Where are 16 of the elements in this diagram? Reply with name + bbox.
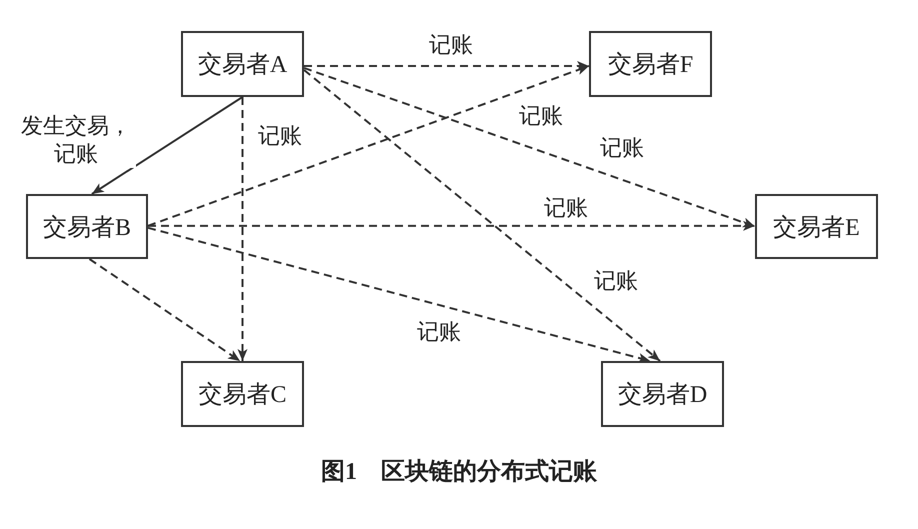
figure-caption: 图1 区块链的分布式记账 — [320, 458, 598, 487]
trader-box: 交易者D — [601, 361, 724, 427]
arrow — [148, 226, 650, 363]
trader-box: 交易者B — [26, 194, 148, 259]
trader-box: 交易者F — [589, 31, 712, 97]
arrow — [303, 69, 661, 362]
arrow — [238, 97, 248, 361]
trader-box: 交易者A — [181, 31, 304, 97]
arrow — [91, 96, 244, 195]
trader-box: 交易者E — [755, 194, 878, 259]
arrow — [304, 67, 756, 228]
arrow — [304, 60, 589, 71]
arrow — [148, 220, 755, 231]
arrow — [88, 258, 241, 362]
arrow — [148, 65, 590, 227]
trader-box: 交易者C — [181, 361, 304, 427]
